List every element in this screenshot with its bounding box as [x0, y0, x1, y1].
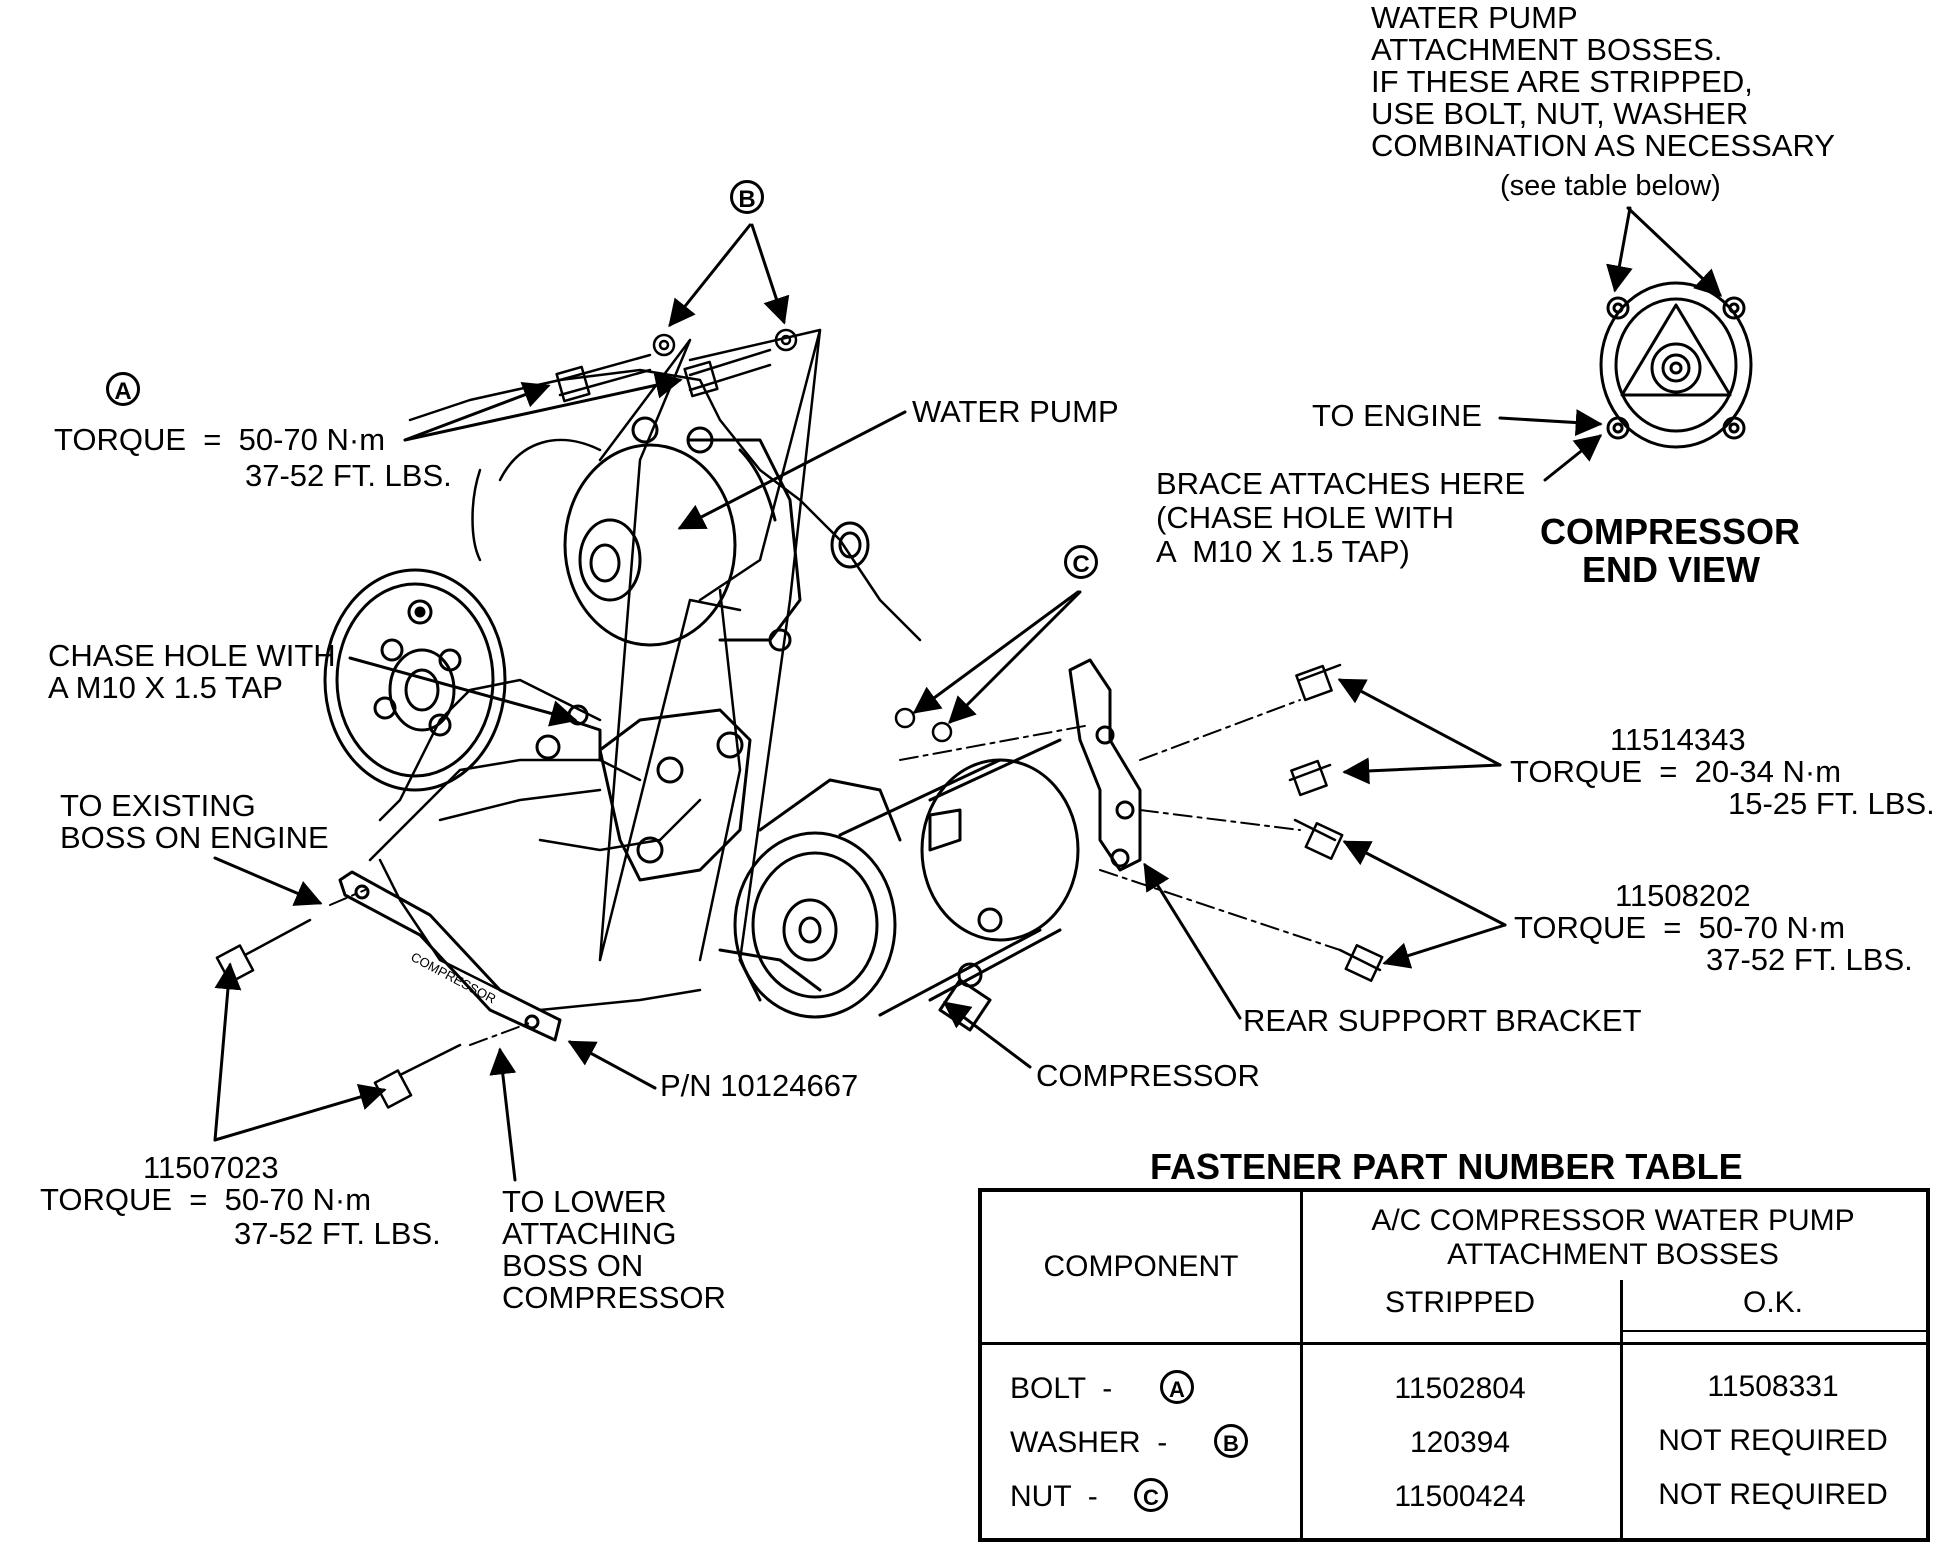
center-lines	[329, 699, 1341, 1046]
wp-bosses-line-1: WATER PUMP	[1371, 0, 1578, 35]
header-ok: O.K.	[1742, 1286, 1803, 1319]
row-bolt-stripped: 11502804	[1394, 1372, 1526, 1405]
callout-c: C	[1064, 545, 1098, 579]
compressor-label: COMPRESSOR	[1036, 1058, 1260, 1093]
header-component: COMPONENT	[1043, 1250, 1239, 1283]
lower-boss-line-4: COMPRESSOR	[502, 1280, 726, 1315]
table-divider-1	[1300, 1192, 1303, 1538]
see-table-note: (see table below)	[1500, 170, 1721, 202]
brace-line-2: (CHASE HOLE WITH	[1156, 500, 1454, 535]
compressor-body	[718, 738, 1080, 1032]
water-pump	[563, 416, 870, 652]
callout-b-top: B	[730, 180, 764, 214]
to-engine-label: TO ENGINE	[1312, 398, 1482, 433]
lower-boss-line-1: TO LOWER	[502, 1184, 667, 1219]
crank-pulley	[323, 568, 507, 792]
existing-boss-line-1: TO EXISTING	[60, 788, 256, 823]
pn-11508202: 11508202	[1615, 878, 1751, 913]
pn-11507023: 11507023	[143, 1150, 279, 1185]
table-subheader-rule	[1620, 1330, 1926, 1332]
pn-11514343: 11514343	[1610, 722, 1746, 757]
compressor-end-view	[1599, 281, 1753, 449]
row-bolt-callout: A	[1160, 1370, 1194, 1404]
brace-line-3: A M10 X 1.5 TAP)	[1156, 534, 1410, 569]
bracket-pn-label: P/N 10124667	[660, 1068, 859, 1103]
chase-hole-line-1: CHASE HOLE WITH	[48, 638, 336, 673]
lower-brace	[338, 870, 562, 1042]
existing-boss-line-2: BOSS ON ENGINE	[60, 820, 329, 855]
fastener-table-title: FASTENER PART NUMBER TABLE	[1150, 1146, 1743, 1187]
rear-support-label: REAR SUPPORT BRACKET	[1243, 1003, 1642, 1038]
torque-d-line-1: TORQUE = 50-70 N·m	[1514, 910, 1846, 945]
end-view-title-1: COMPRESSOR	[1540, 511, 1801, 552]
row-nut-callout: C	[1134, 1478, 1168, 1512]
row-nut-label: NUT -	[1010, 1480, 1098, 1513]
wp-bosses-line-4: USE BOLT, NUT, WASHER	[1371, 96, 1749, 131]
torque-c-line-1: TORQUE = 20-34 N·m	[1510, 754, 1842, 789]
rear-support-bracket	[1068, 658, 1142, 872]
bolts	[215, 328, 1384, 1109]
wp-bosses-line-2: ATTACHMENT BOSSES.	[1371, 32, 1723, 67]
alignment-plane-b	[688, 328, 822, 962]
header-group-line-2: ATTACHMENT BOSSES	[1447, 1238, 1779, 1271]
end-view-title-2: END VIEW	[1582, 549, 1761, 590]
row-bolt-label: BOLT -	[1010, 1372, 1113, 1405]
chase-hole-line-2: A M10 X 1.5 TAP	[48, 670, 283, 705]
torque-c-line-2: 15-25 FT. LBS.	[1728, 786, 1935, 821]
header-stripped: STRIPPED	[1384, 1286, 1536, 1319]
fastener-part-number-table: COMPONENT A/C COMPRESSOR WATER PUMP ATTA…	[978, 1188, 1930, 1542]
torque-a-line-1: TORQUE = 50-70 N·m	[54, 422, 386, 457]
leader-arrows	[213, 206, 1722, 1182]
brace-line-1: BRACE ATTACHES HERE	[1156, 466, 1526, 501]
row-washer-callout: B	[1214, 1424, 1248, 1458]
torque-a-line-2: 37-52 FT. LBS.	[245, 458, 452, 493]
torque-e-line-1: TORQUE = 50-70 N·m	[40, 1182, 372, 1217]
wp-bosses-line-5: COMBINATION AS NECESSARY	[1371, 128, 1835, 163]
table-header-rule	[982, 1342, 1926, 1345]
row-washer-label: WASHER -	[1010, 1426, 1168, 1459]
row-nut-ok: NOT REQUIRED	[1658, 1478, 1888, 1511]
lower-boss-line-2: ATTACHING	[502, 1216, 677, 1251]
row-bolt-ok: 11508331	[1707, 1370, 1839, 1403]
lower-boss-line-3: BOSS ON	[502, 1248, 644, 1283]
wp-bosses-line-3: IF THESE ARE STRIPPED,	[1371, 64, 1753, 99]
engine-mount-bracket	[535, 704, 752, 882]
water-pump-label: WATER PUMP	[912, 394, 1119, 429]
alignment-plane-a	[598, 338, 742, 962]
callout-a-left: A	[106, 372, 140, 406]
row-washer-ok: NOT REQUIRED	[1658, 1424, 1888, 1457]
torque-e-line-2: 37-52 FT. LBS.	[234, 1216, 441, 1251]
row-washer-stripped: 120394	[1409, 1426, 1511, 1459]
torque-d-line-2: 37-52 FT. LBS.	[1706, 942, 1913, 977]
row-nut-stripped: 11500424	[1394, 1480, 1526, 1513]
table-divider-2	[1620, 1280, 1623, 1538]
header-group-line-1: A/C COMPRESSOR WATER PUMP	[1371, 1204, 1855, 1237]
